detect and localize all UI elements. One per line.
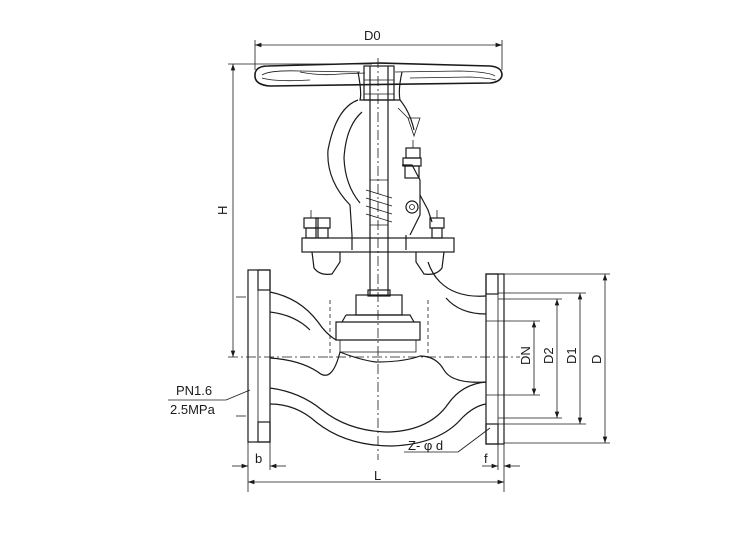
label-dn: DN <box>518 346 533 365</box>
handwheel <box>254 62 503 101</box>
leader-pressure <box>168 389 251 401</box>
dim-right <box>486 273 610 444</box>
label-z-phi-d: Z- φ d <box>408 438 443 453</box>
label-h: H <box>215 206 230 215</box>
dim-d0 <box>254 40 503 70</box>
label-d0: D0 <box>364 28 381 43</box>
label-pn: PN1.6 <box>176 383 212 398</box>
label-d1: D1 <box>564 347 579 364</box>
yoke <box>327 99 433 236</box>
dim-h <box>228 63 372 357</box>
label-f: f <box>484 451 488 466</box>
disc-assembly <box>329 289 429 358</box>
label-d2: D2 <box>541 347 556 364</box>
stem <box>364 66 394 295</box>
label-l: L <box>374 468 381 483</box>
dim-bottom <box>232 442 520 492</box>
leader-bolt-holes <box>404 427 491 453</box>
label-mpa: 2.5MPa <box>170 402 216 417</box>
valve-body <box>247 261 505 447</box>
label-b: b <box>255 451 262 466</box>
centerlines <box>228 58 520 460</box>
label-d: D <box>589 355 604 364</box>
